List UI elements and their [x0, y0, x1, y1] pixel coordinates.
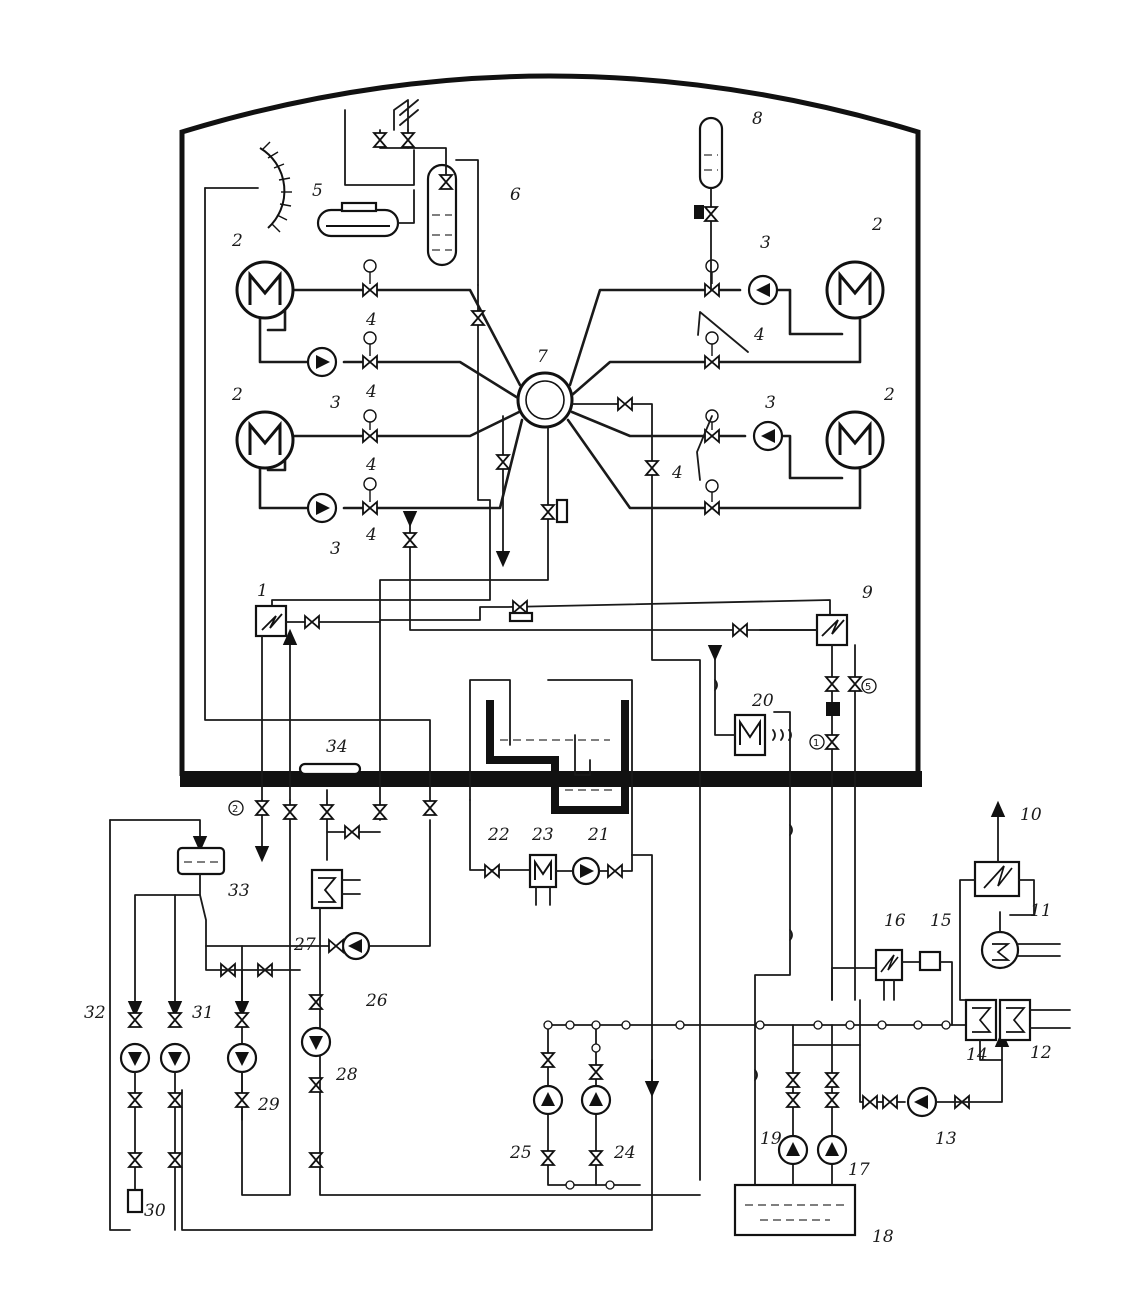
label-18: 18 — [872, 1227, 894, 1247]
label-13: 13 — [935, 1129, 957, 1149]
label-19: 19 — [760, 1129, 782, 1149]
steam-generator-bottom-left — [235, 410, 295, 470]
label-16: 16 — [884, 911, 906, 931]
steam-generator-bottom-right — [825, 410, 885, 470]
label-8: 8 — [752, 109, 763, 129]
label-2b: 2 — [231, 385, 243, 405]
label-28: 28 — [335, 1065, 358, 1085]
component-labels: 1 2 2 2 2 3 3 3 3 4 4 4 4 4 4 5 6 7 8 9 … — [84, 109, 1052, 1247]
label-31: 31 — [192, 1003, 214, 1023]
instrument-mark-2: 2 — [232, 804, 238, 815]
component-20-heat-exchanger — [707, 645, 791, 1186]
cooler-heat-exchanger: 5 1 — [732, 613, 877, 1001]
label-2d: 2 — [883, 385, 895, 405]
label-34: 34 — [326, 737, 348, 757]
label-5: 5 — [312, 181, 323, 201]
label-9: 9 — [862, 583, 873, 603]
label-20: 20 — [751, 691, 774, 711]
label-2a: 2 — [231, 231, 243, 251]
label-22: 22 — [487, 825, 510, 845]
label-29: 29 — [257, 1095, 280, 1115]
pressurizer — [344, 99, 479, 286]
reactor-vessel — [516, 371, 574, 429]
label-15: 15 — [930, 911, 952, 931]
reactor-service-piping — [204, 187, 841, 1181]
label-23: 23 — [531, 825, 554, 845]
label-32: 32 — [84, 1003, 106, 1023]
label-33: 33 — [228, 881, 250, 901]
relief-tank — [316, 189, 415, 238]
steam-generator-top-left — [235, 260, 295, 320]
hydro-accumulator-tank — [694, 116, 724, 291]
label-2c: 2 — [871, 215, 883, 235]
label-26: 26 — [365, 991, 388, 1011]
label-3a: 3 — [330, 393, 341, 413]
instrument-mark-1: 1 — [813, 738, 819, 749]
label-4b: 4 — [365, 382, 377, 402]
regenerative-heat-exchanger — [254, 604, 381, 801]
label-10: 10 — [1020, 805, 1042, 825]
label-27: 27 — [293, 935, 316, 955]
label-3b: 3 — [330, 539, 341, 559]
flexible-links — [714, 679, 793, 1081]
main-pump-left-lower — [306, 492, 338, 524]
label-25: 25 — [509, 1143, 532, 1163]
label-4e: 4 — [753, 325, 765, 345]
label-21: 21 — [587, 825, 610, 845]
label-24: 24 — [613, 1143, 636, 1163]
label-17: 17 — [848, 1160, 870, 1180]
label-4d: 4 — [365, 525, 377, 545]
label-14: 14 — [966, 1045, 988, 1065]
main-gate-valves — [362, 259, 749, 515]
steam-generator-top-right — [825, 260, 885, 320]
auxiliary-systems-center — [532, 1020, 969, 1190]
auxiliary-systems-left: 2 — [109, 762, 701, 1231]
label-12: 12 — [1030, 1043, 1052, 1063]
main-pump-left-upper — [306, 346, 338, 378]
spent-fuel-pool — [469, 679, 633, 871]
label-4a: 4 — [365, 310, 377, 330]
pool-cooling-loop — [181, 853, 653, 1231]
label-30: 30 — [144, 1201, 166, 1221]
label-4c: 4 — [365, 455, 377, 475]
label-11: 11 — [1030, 901, 1052, 921]
main-circulation-piping — [258, 288, 862, 510]
label-4f: 4 — [671, 463, 683, 483]
label-7: 7 — [537, 347, 548, 367]
gauge-scale — [259, 141, 292, 233]
label-6: 6 — [510, 185, 521, 205]
main-pump-right-upper — [747, 274, 779, 306]
main-pump-right-lower — [752, 420, 784, 452]
label-3d: 3 — [765, 393, 776, 413]
label-1: 1 — [257, 581, 268, 601]
label-3c: 3 — [760, 233, 771, 253]
auxiliary-systems-right — [733, 800, 1071, 1237]
instrument-mark-5: 5 — [865, 682, 871, 693]
